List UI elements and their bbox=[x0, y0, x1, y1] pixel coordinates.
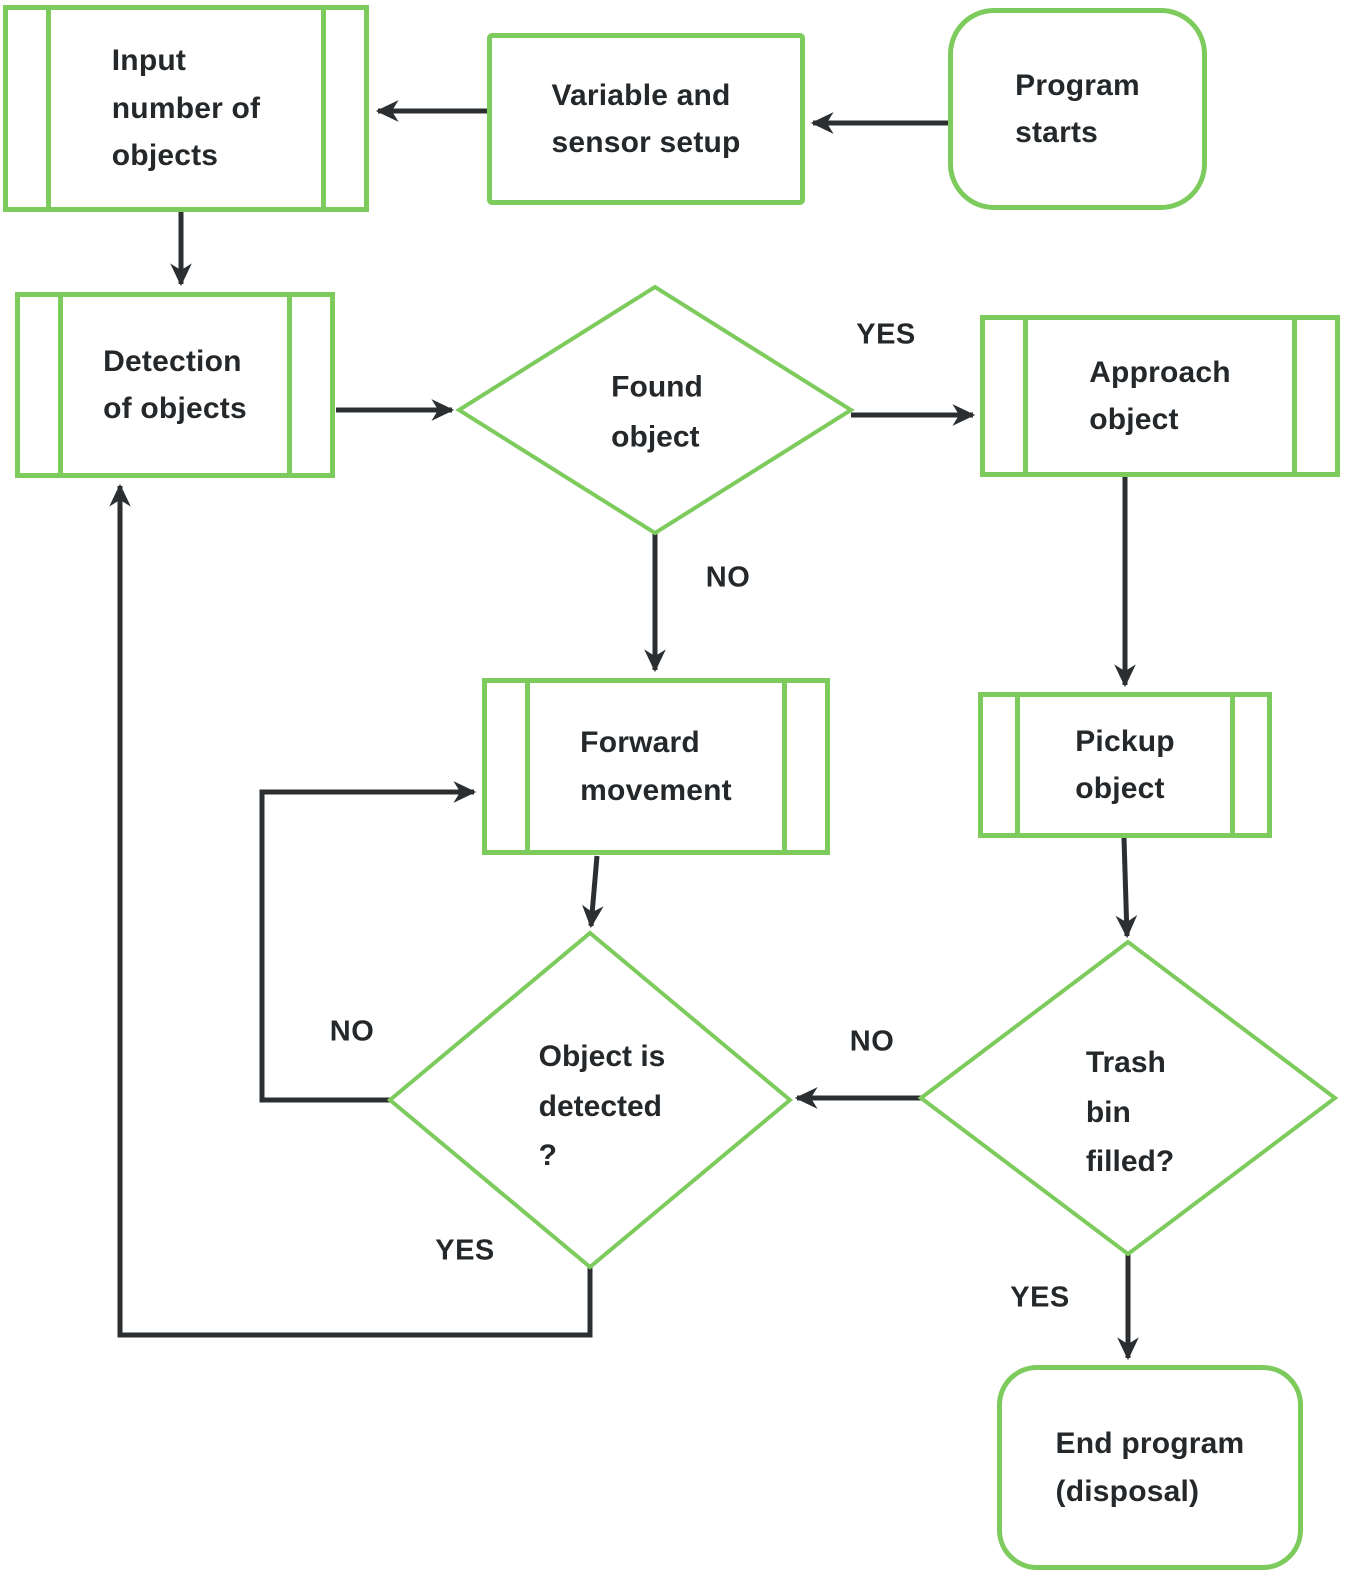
node-detection-of-objects: Detection of objects bbox=[15, 292, 335, 478]
predefined-bar-left bbox=[525, 683, 530, 850]
node-label: Approach object bbox=[1089, 355, 1231, 436]
node-variable-and-sensor-setup: Variable and sensor setup bbox=[487, 33, 805, 205]
predefined-bar-right bbox=[782, 683, 787, 850]
predefined-bar-left bbox=[46, 10, 51, 207]
predefined-bar-right bbox=[1292, 320, 1297, 472]
predefined-bar-right bbox=[287, 297, 292, 473]
node-label: Detection of objects bbox=[103, 344, 247, 425]
edge-label-trash-bin-no: NO bbox=[849, 1025, 895, 1058]
node-label: End program (disposal) bbox=[1055, 1427, 1245, 1508]
edge-label-trash-bin-yes: YES bbox=[1010, 1281, 1070, 1314]
edge-label-found-object-no: NO bbox=[705, 561, 751, 594]
node-input-number-of-objects: Input number of objects bbox=[3, 5, 369, 212]
edge-label-found-object-yes: YES bbox=[856, 318, 916, 351]
node-approach-object: Approach object bbox=[980, 315, 1340, 477]
node-label: Forward movement bbox=[580, 726, 732, 807]
predefined-bar-left bbox=[1015, 697, 1020, 833]
node-found-object-label: Found object bbox=[611, 370, 703, 454]
predefined-bar-right bbox=[1230, 697, 1235, 833]
edge-label-object-detected-yes: YES bbox=[435, 1234, 495, 1267]
node-label: Input number of objects bbox=[111, 44, 261, 173]
predefined-bar-left bbox=[1023, 320, 1028, 472]
node-forward-movement: Forward movement bbox=[482, 678, 830, 855]
predefined-bar-left bbox=[58, 297, 63, 473]
node-trash-bin-filled-shape bbox=[917, 939, 1339, 1257]
predefined-bar-right bbox=[321, 10, 326, 207]
node-label: Variable and sensor setup bbox=[551, 78, 741, 159]
node-found-object-shape bbox=[455, 284, 855, 536]
node-object-is-detected-label: Object is detected ? bbox=[538, 1039, 666, 1172]
node-label: Program starts bbox=[1015, 68, 1140, 149]
node-program-starts: Program starts bbox=[948, 8, 1207, 210]
node-object-is-detected-shape bbox=[386, 930, 794, 1270]
edge-forward-to-object-detected bbox=[581, 855, 604, 929]
node-end-program: End program (disposal) bbox=[997, 1365, 1303, 1570]
edge-object-detected-no-loop-to-forward bbox=[259, 781, 477, 1103]
node-pickup-object: Pickup object bbox=[978, 692, 1272, 838]
edge-pickup-to-trash-bin bbox=[1115, 837, 1138, 939]
node-label: Pickup object bbox=[1075, 724, 1175, 805]
edge-object-detected-yes-loop-to-detection bbox=[109, 483, 593, 1338]
edge-label-object-detected-no: NO bbox=[329, 1015, 375, 1048]
node-trash-bin-filled-label: Trash bin filled? bbox=[1085, 1045, 1175, 1178]
